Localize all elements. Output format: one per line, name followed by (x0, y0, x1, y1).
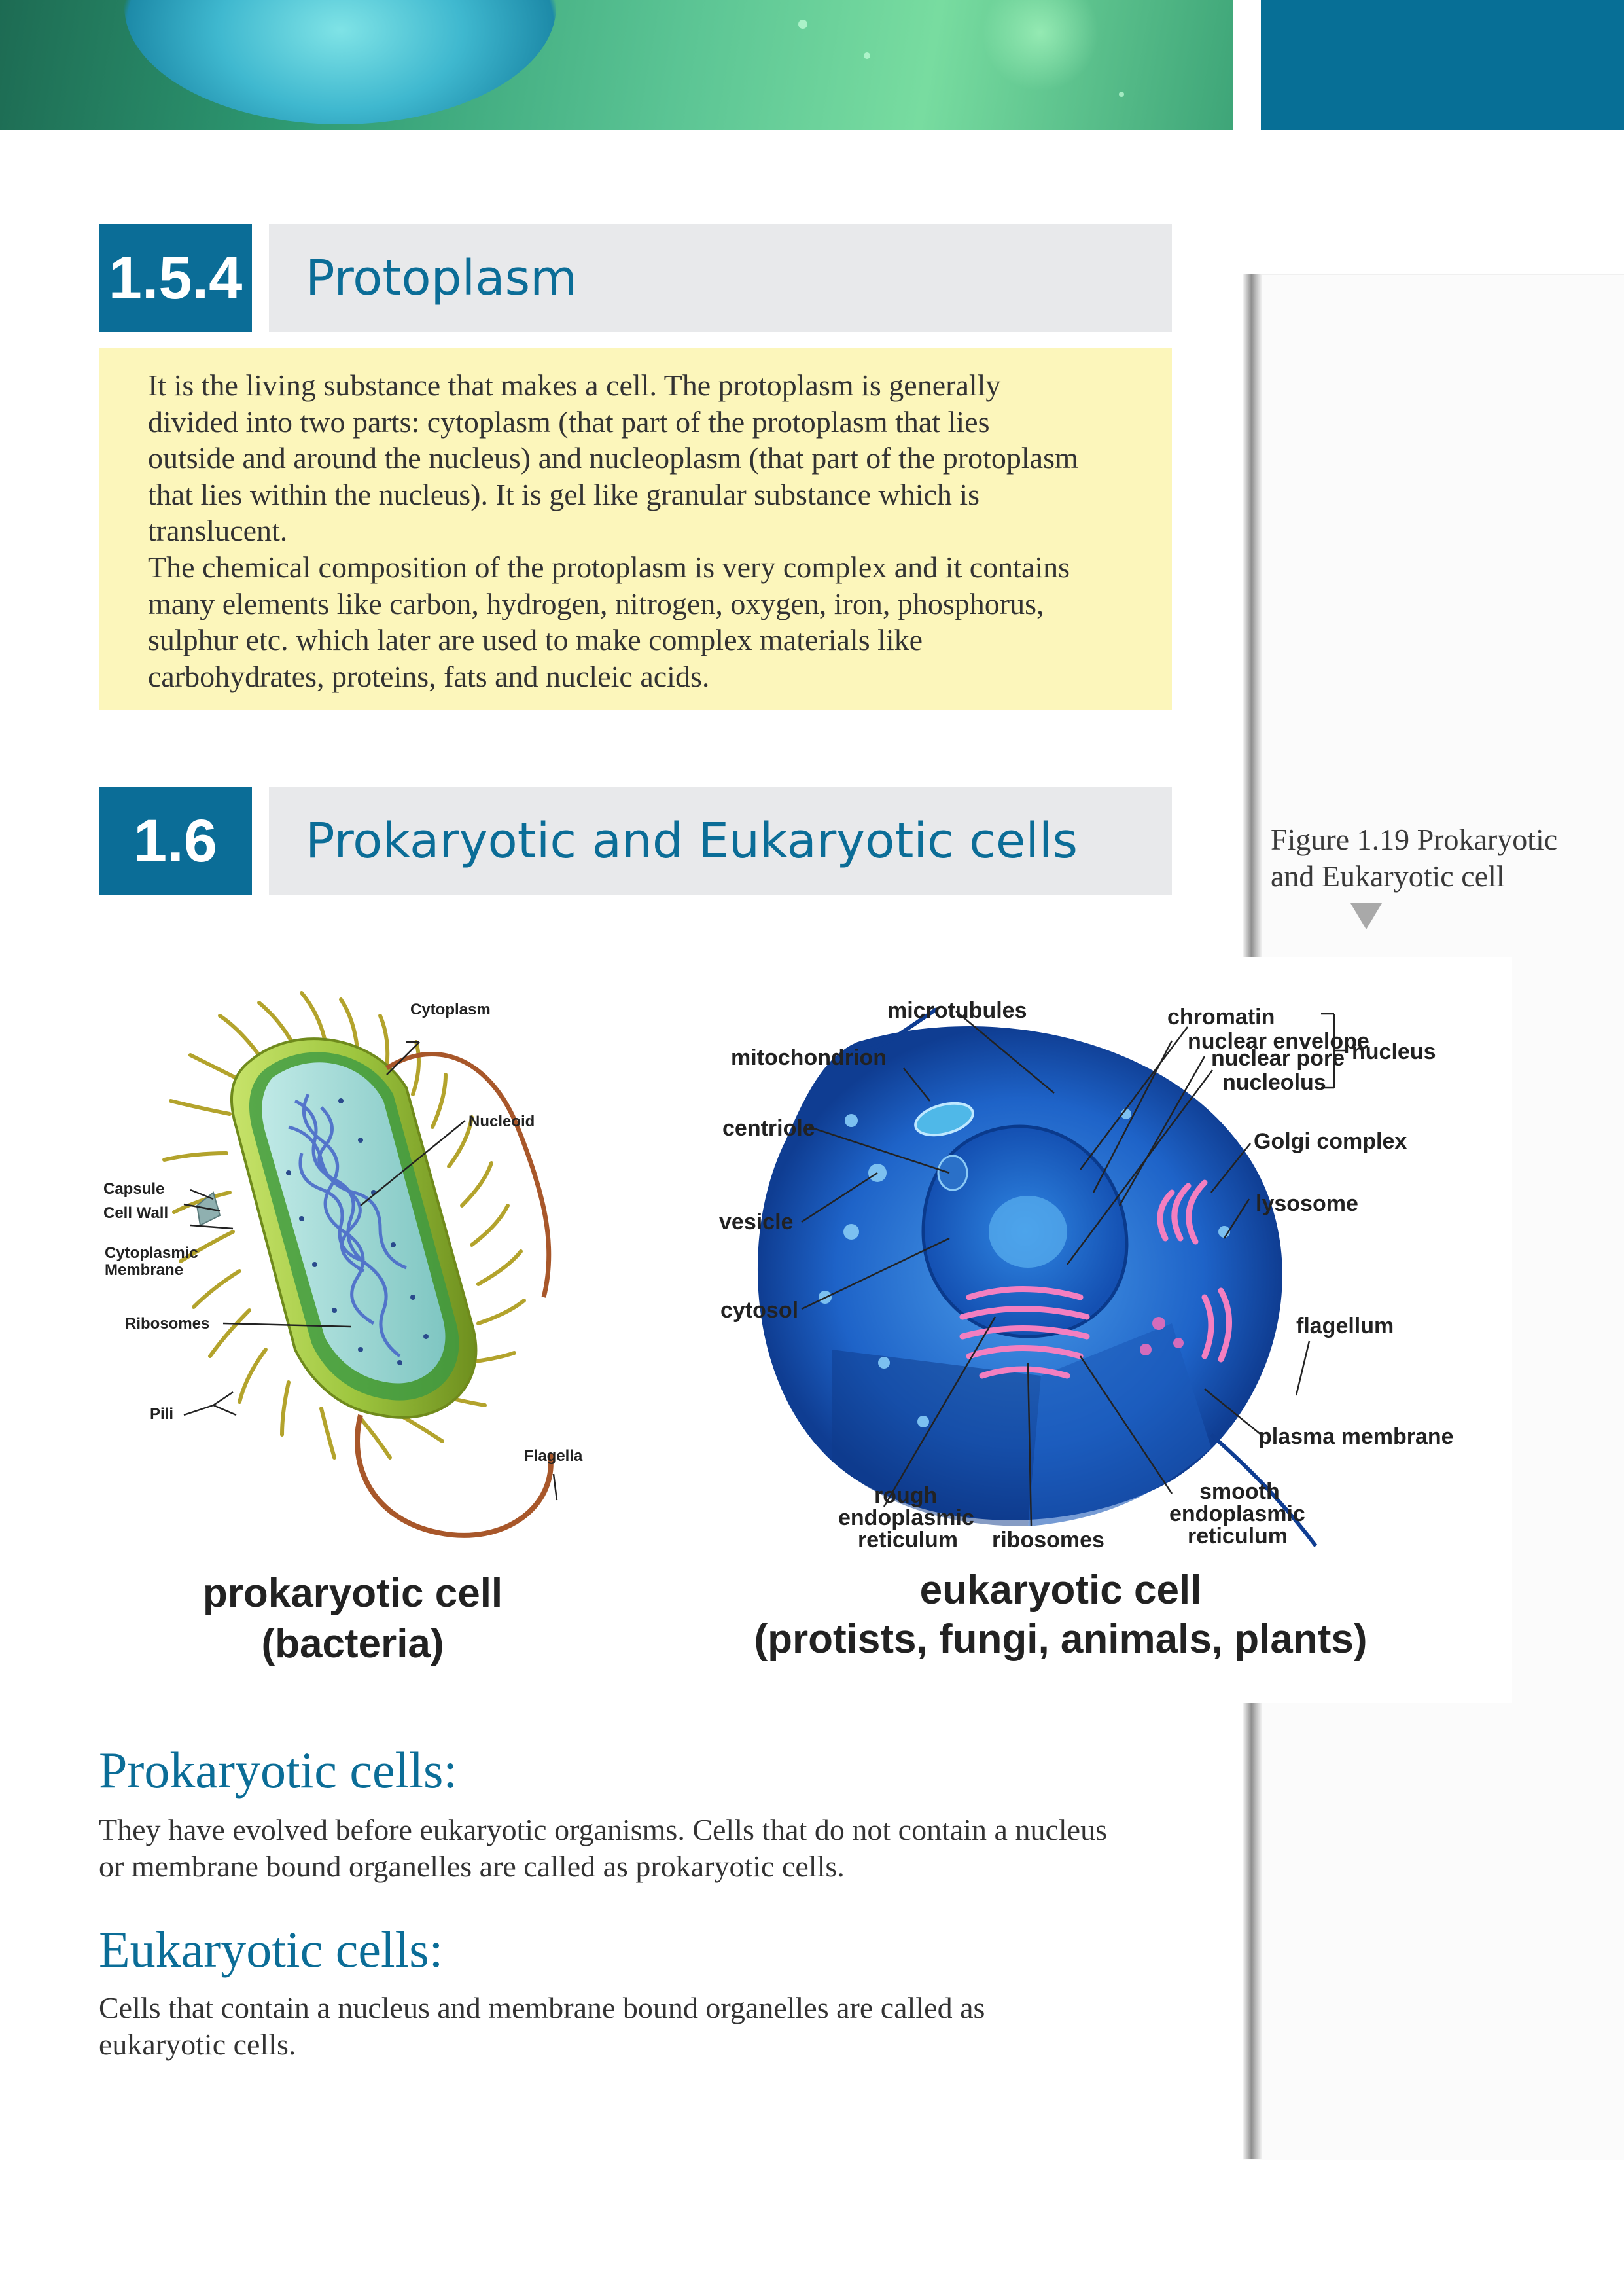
label-golgi-complex: Golgi complex (1254, 1129, 1407, 1154)
label-smooth-er-1: smooth (1199, 1479, 1280, 1504)
prokaryotic-cell-subtitle: (bacteria) (261, 1621, 444, 1666)
label-microtubules: microtubules (887, 998, 1027, 1023)
label-rough-er-3: reticulum (858, 1528, 958, 1552)
label-rough-er-1: rough (874, 1483, 937, 1508)
text-line: or membrane bound organelles are called … (99, 1850, 845, 1883)
section-header-protoplasm: 1.5.4 Protoplasm (99, 224, 1172, 332)
text-line: that lies within the nucleus). It is gel… (148, 477, 980, 511)
label-centriole: centriole (722, 1116, 815, 1141)
text-line: Cells that contain a nucleus and membran… (99, 1991, 985, 2024)
section-title: Protoplasm (306, 250, 578, 306)
prokaryotic-description: They have evolved before eukaryotic orga… (99, 1812, 1224, 1885)
prokaryotic-heading: Prokaryotic cells: (99, 1742, 458, 1799)
label-vesicle: vesicle (719, 1210, 793, 1234)
cell-comparison-figure: Cytoplasm Nucleoid Capsule Cell Wall Cyt… (99, 957, 1512, 1703)
text-line: many elements like carbon, hydrogen, nit… (148, 586, 1044, 620)
eukaryotic-heading: Eukaryotic cells: (99, 1921, 444, 1978)
text-line: eukaryotic cells. (99, 2028, 296, 2061)
label-nuclear-envelope: nuclear envelope (1188, 1029, 1369, 1054)
particle-decoration (798, 20, 807, 29)
label-plasma-membrane: plasma membrane (1258, 1424, 1454, 1449)
label-cell-wall: Cell Wall (103, 1204, 168, 1222)
eukaryotic-cell-subtitle: (protists, fungi, animals, plants) (754, 1617, 1368, 1662)
label-membrane: Membrane (105, 1261, 183, 1279)
label-cytosol: cytosol (720, 1298, 798, 1323)
caption-arrow-icon (1350, 903, 1382, 929)
label-nucleus: nucleus (1352, 1039, 1436, 1064)
label-nuclear-pore: nuclear pore (1211, 1046, 1345, 1071)
section-number: 1.5.4 (99, 224, 252, 332)
label-capsule: Capsule (103, 1180, 164, 1198)
label-flagellum: flagellum (1296, 1314, 1394, 1338)
caption-line: and Eukaryotic cell (1271, 859, 1505, 893)
protoplasm-paragraph-1: It is the living substance that makes a … (148, 367, 1169, 549)
section-title: Prokaryotic and Eukaryotic cells (306, 813, 1078, 869)
particle-decoration (1119, 92, 1124, 97)
protoplasm-paragraph-2: The chemical composition of the protopla… (148, 549, 1169, 694)
label-nucleoid: Nucleoid (468, 1113, 535, 1130)
text-line: sulphur etc. which later are used to mak… (148, 623, 923, 657)
header-accent-block (1261, 0, 1624, 130)
label-chromatin: chromatin (1167, 1005, 1275, 1030)
text-line: The chemical composition of the protopla… (148, 550, 1070, 584)
header-banner-image (0, 0, 1233, 130)
label-cytoplasm: Cytoplasm (410, 1001, 491, 1018)
section-title-bar: Prokaryotic and Eukaryotic cells (269, 787, 1172, 895)
label-nucleolus: nucleolus (1222, 1070, 1326, 1095)
cell-illustration (124, 0, 556, 124)
text-line: It is the living substance that makes a … (148, 368, 1001, 402)
label-smooth-er-2: endoplasmic (1169, 1501, 1305, 1526)
glow-decoration (981, 0, 1099, 92)
prokaryotic-cell-illustration (162, 991, 554, 1538)
label-ribosomes: Ribosomes (125, 1315, 209, 1333)
particle-decoration (864, 52, 870, 59)
caption-line: Figure 1.19 Prokaryotic (1271, 823, 1558, 856)
figure-caption: Figure 1.19 Prokaryotic and Eukaryotic c… (1271, 821, 1611, 895)
text-line: carbohydrates, proteins, fats and nuclei… (148, 659, 710, 693)
protoplasm-text-box: It is the living substance that makes a … (99, 348, 1172, 710)
text-line: divided into two parts: cytoplasm (that … (148, 404, 990, 439)
label-flagella: Flagella (524, 1447, 583, 1465)
label-cytoplasmic: Cytoplasmic (105, 1244, 198, 1262)
eukaryotic-cell-title: eukaryotic cell (920, 1568, 1202, 1613)
prokaryotic-cell-title: prokaryotic cell (203, 1571, 503, 1616)
eukaryotic-description: Cells that contain a nucleus and membran… (99, 1990, 1224, 2063)
label-pili: Pili (150, 1405, 173, 1423)
label-smooth-er-3: reticulum (1188, 1524, 1288, 1549)
text-line: translucent. (148, 514, 288, 548)
label-rough-er-2: endoplasmic (838, 1505, 974, 1530)
section-header-cells: 1.6 Prokaryotic and Eukaryotic cells (99, 787, 1172, 895)
label-mitochondrion: mitochondrion (731, 1045, 887, 1070)
section-number: 1.6 (99, 787, 252, 895)
text-line: They have evolved before eukaryotic orga… (99, 1813, 1107, 1846)
section-title-bar: Protoplasm (269, 224, 1172, 332)
label-lysosome: lysosome (1256, 1191, 1358, 1216)
text-line: outside and around the nucleus) and nucl… (148, 441, 1078, 475)
label-ribosomes: ribosomes (992, 1528, 1104, 1552)
